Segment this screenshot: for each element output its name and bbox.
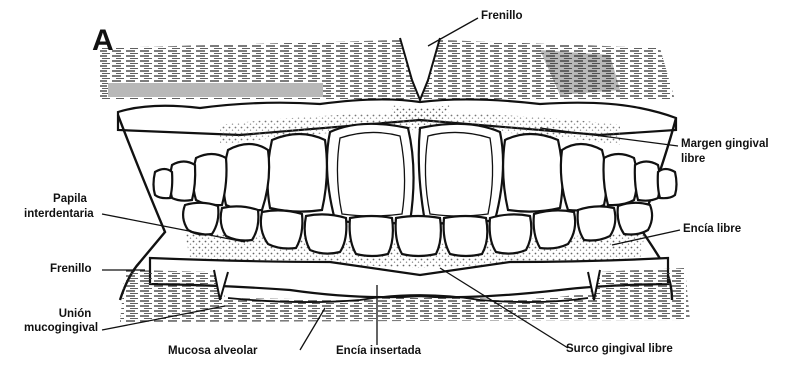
- label-union-2: mucogingival: [24, 322, 98, 335]
- label-margen-gingival-1: Margen gingival: [681, 138, 769, 151]
- lower-incisor-5: [490, 214, 532, 253]
- panel-letter: A: [92, 24, 114, 58]
- lower-canine-right: [534, 210, 576, 248]
- label-union-1: Unión: [40, 308, 110, 321]
- upper-canine-right: [561, 144, 607, 210]
- upper-molar-left: [154, 169, 173, 198]
- label-frenillo-top: Frenillo: [481, 10, 523, 23]
- label-mucosa-alveolar: Mucosa alveolar: [168, 345, 257, 358]
- lower-incisor-2: [396, 216, 441, 256]
- label-margen-gingival-2: libre: [681, 153, 705, 166]
- upper-premolar-left-2: [170, 162, 195, 201]
- upper-premolar-left-1: [193, 154, 227, 205]
- label-encia-insertada: Encía insertada: [336, 345, 421, 358]
- upper-lateral-incisor-right: [503, 134, 562, 212]
- label-papila-1: Papila: [40, 193, 100, 206]
- label-frenillo-left: Frenillo: [50, 263, 92, 276]
- lower-incisor-1: [350, 216, 393, 256]
- upper-canine-left: [223, 144, 269, 210]
- label-encia-libre: Encía libre: [683, 223, 741, 236]
- lower-premolar-right: [578, 206, 616, 240]
- upper-molar-right: [658, 169, 677, 198]
- lower-molar-right: [618, 203, 652, 235]
- lower-premolar-left: [221, 206, 259, 240]
- upper-premolar-right-2: [635, 162, 660, 201]
- label-papila-2: interdentaria: [24, 208, 94, 221]
- lower-incisor-3: [444, 216, 488, 256]
- lower-incisor-4: [305, 214, 347, 253]
- upper-lateral-incisor-left: [267, 134, 326, 212]
- upper-premolar-right-1: [604, 154, 638, 205]
- label-surco-gingival: Surco gingival libre: [566, 343, 673, 356]
- grey-highlight-bar: [108, 83, 323, 97]
- lower-molar-left: [183, 203, 218, 235]
- lower-canine-left: [261, 210, 303, 248]
